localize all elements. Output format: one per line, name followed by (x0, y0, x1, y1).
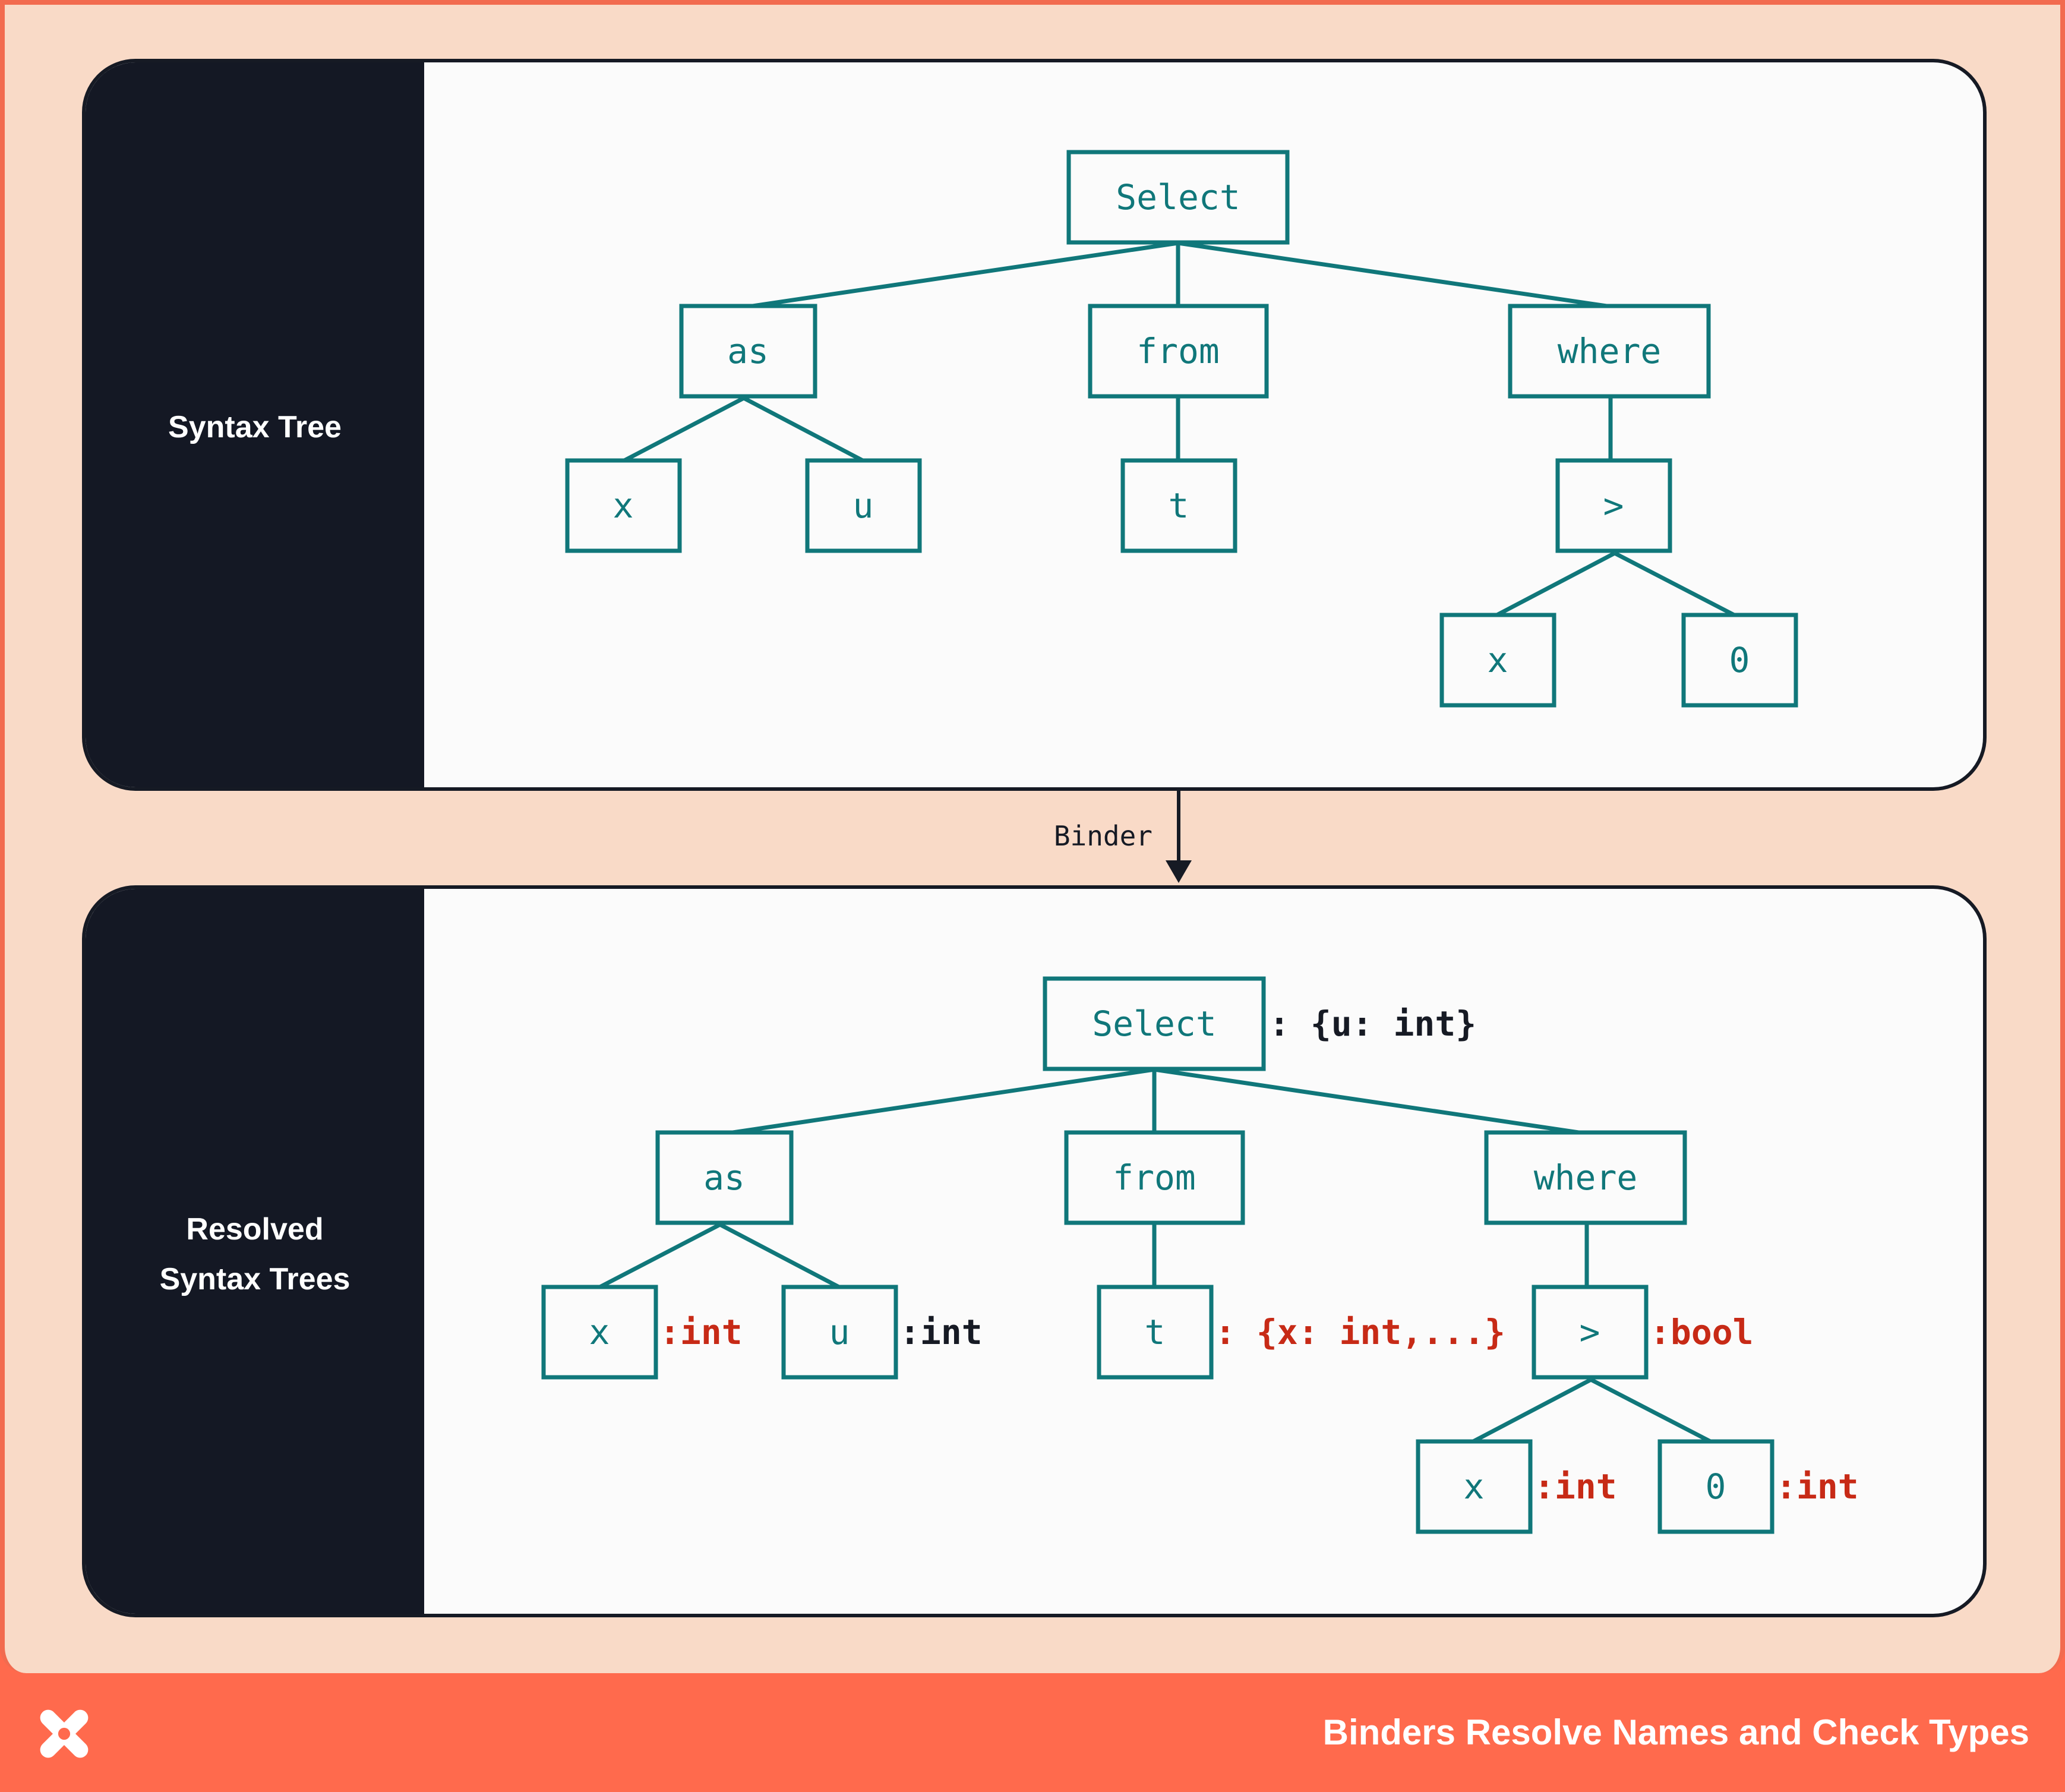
footer-title: Binders Resolve Names and Check Types (1322, 1712, 2029, 1752)
node-x: x (541, 1285, 658, 1380)
x-logo-icon (40, 1709, 89, 1758)
edge-as-u (743, 396, 865, 463)
node-zero: 0 (1681, 613, 1798, 708)
bottom-tree-edges (598, 1067, 1713, 1444)
panel-label-resolved: Resolved (186, 1212, 324, 1247)
bottom-tree-nodes: Select as from where x u t > (541, 976, 1774, 1534)
svg-text:x: x (1488, 640, 1508, 680)
edge-select-as (724, 1067, 1155, 1136)
type-annotations: : {u: int} :int :int : {x: int,...} :boo… (659, 1004, 1859, 1507)
node-greater-than: > (1532, 1285, 1649, 1380)
edge-select-as (748, 241, 1179, 309)
node-greater-than: > (1555, 458, 1672, 553)
svg-text:x: x (589, 1312, 610, 1352)
node-as: as (655, 1130, 794, 1225)
node-select: Select (1043, 976, 1266, 1071)
svg-text:Select: Select (1116, 177, 1240, 217)
svg-text:0: 0 (1729, 640, 1750, 680)
svg-text:x: x (613, 485, 634, 526)
svg-text:from: from (1136, 331, 1220, 371)
svg-text:u: u (829, 1312, 850, 1352)
type-gt: :bool (1650, 1312, 1754, 1352)
edge-gt-zero (1590, 1377, 1713, 1444)
footer-bar: Binders Resolve Names and Check Types (0, 1673, 2065, 1792)
arrowhead-icon (1166, 860, 1192, 883)
svg-text:t: t (1145, 1312, 1166, 1352)
edge-select-where (1177, 241, 1611, 309)
svg-text:as: as (703, 1157, 745, 1198)
syntax-tree-panel: Syntax Tree (82, 59, 1987, 791)
svg-text:Select: Select (1092, 1004, 1217, 1044)
node-gt-x: x (1439, 613, 1556, 708)
node-zero: 0 (1657, 1439, 1774, 1534)
node-t: t (1097, 1285, 1214, 1380)
node-from: from (1064, 1130, 1245, 1225)
tree-diagram: Select as from where x u t > (541, 150, 1859, 1534)
node-from: from (1088, 304, 1269, 399)
edge-as-x (622, 396, 745, 463)
svg-text:where: where (1558, 331, 1662, 371)
svg-text:x: x (1464, 1466, 1485, 1507)
edge-as-u (719, 1222, 841, 1290)
edge-gt-x (1495, 551, 1616, 618)
edge-as-x (598, 1222, 721, 1290)
node-x: x (565, 458, 682, 553)
panel-sidebar: Resolved Syntax Trees (86, 889, 424, 1614)
node-u: u (805, 458, 922, 553)
svg-text:u: u (853, 485, 874, 526)
type-gt-x: :int (1534, 1466, 1617, 1507)
svg-text:>: > (1603, 485, 1624, 526)
panel-label-syntax-trees: Syntax Trees (159, 1262, 351, 1296)
top-tree-edges (622, 241, 1736, 618)
node-t: t (1120, 458, 1237, 553)
edge-gt-x (1471, 1377, 1592, 1444)
node-u: u (781, 1285, 898, 1380)
node-as: as (679, 304, 817, 399)
type-u: :int (899, 1312, 983, 1352)
svg-text:>: > (1580, 1312, 1600, 1352)
resolved-syntax-trees-panel: Resolved Syntax Trees (82, 885, 1987, 1617)
node-select: Select (1066, 150, 1290, 245)
binder-arrow: Binder (1054, 788, 1192, 883)
edge-select-where (1154, 1067, 1587, 1136)
svg-text:t: t (1169, 485, 1189, 526)
svg-text:as: as (727, 331, 769, 371)
panel-sidebar: Syntax Tree (86, 62, 424, 787)
edge-gt-zero (1614, 551, 1736, 618)
type-t: : {x: int,...} (1215, 1312, 1505, 1352)
node-where: where (1508, 304, 1711, 399)
node-where: where (1484, 1130, 1687, 1225)
panel-label-syntax-tree: Syntax Tree (168, 410, 342, 444)
svg-text:0: 0 (1706, 1466, 1726, 1507)
svg-text:from: from (1113, 1157, 1196, 1198)
binder-label: Binder (1054, 820, 1153, 852)
svg-text:where: where (1534, 1157, 1638, 1198)
node-gt-x: x (1416, 1439, 1533, 1534)
type-select: : {u: int} (1269, 1004, 1476, 1044)
top-tree-nodes: Select as from where x u t > (565, 150, 1798, 708)
type-x: :int (659, 1312, 743, 1352)
type-zero: :int (1776, 1466, 1859, 1507)
